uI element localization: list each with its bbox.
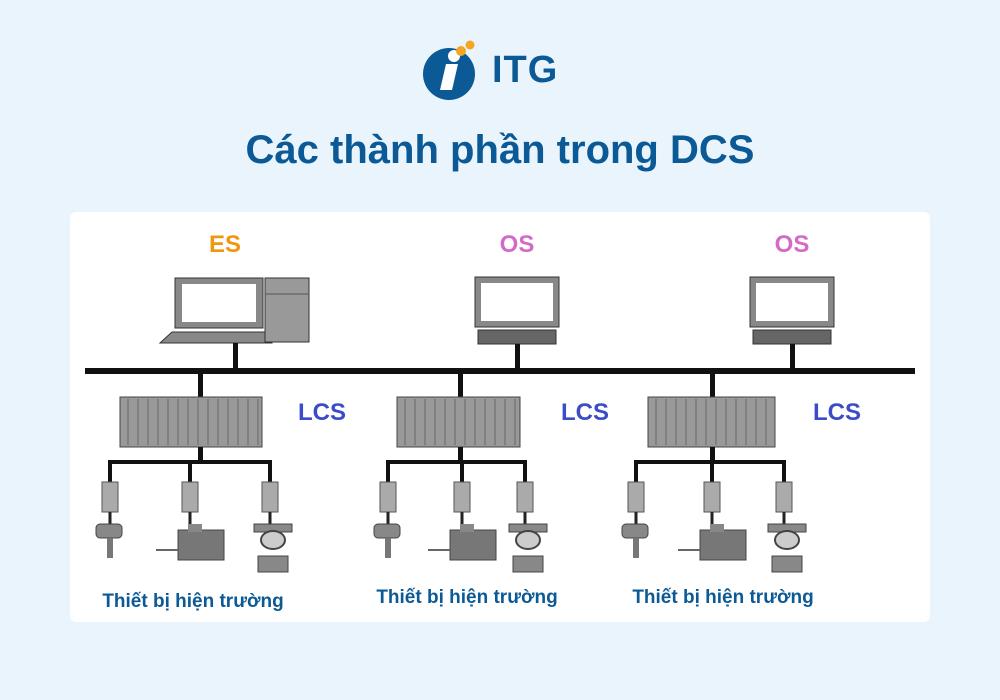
device-cable <box>268 512 272 524</box>
lcs-label: LCS <box>298 399 346 426</box>
device-cable <box>782 512 786 524</box>
transmitter-gauge <box>515 530 541 550</box>
bus-drop <box>198 374 203 398</box>
brand-logo: ITG <box>422 38 558 102</box>
lcs-rack-icon <box>396 396 521 448</box>
lcs-label: LCS <box>561 399 609 426</box>
brand-name: ITG <box>492 48 559 91</box>
device-link <box>523 460 527 482</box>
rack-link <box>198 447 203 463</box>
motor-box <box>188 524 202 532</box>
station-link <box>515 344 520 370</box>
transmitter-base <box>512 555 544 573</box>
page-title: Các thành phần trong DCS <box>245 128 755 172</box>
station-es: ES <box>158 231 310 370</box>
transmitter-gauge <box>774 530 800 550</box>
motor-icon <box>449 529 497 561</box>
device-link <box>268 460 272 482</box>
io-module-icon <box>379 481 397 513</box>
controller-group: LCS Thiết bị hiện trường <box>621 374 861 608</box>
station-label: OS <box>500 231 535 258</box>
station-link <box>790 344 795 370</box>
screen <box>481 283 553 321</box>
motor-icon <box>699 529 747 561</box>
controller-group: LCS Thiết bị hiện trường <box>373 374 609 608</box>
device-cable <box>634 512 638 524</box>
field-bus <box>386 460 527 464</box>
screen <box>756 283 828 321</box>
sensor-icon <box>621 523 649 539</box>
device-cable <box>710 512 714 524</box>
motor-box <box>460 524 474 532</box>
io-module-icon <box>775 481 793 513</box>
station-os: OS <box>474 231 560 370</box>
motor-icon <box>177 529 225 561</box>
lcs-label: LCS <box>813 399 861 426</box>
device-cable <box>460 512 464 524</box>
device-cable <box>523 512 527 524</box>
device-link <box>386 460 390 482</box>
sensor-probe <box>107 538 113 558</box>
station-link <box>233 343 238 370</box>
controller-group: LCS Thiết bị hiện trường <box>95 374 346 612</box>
sensor-icon <box>373 523 401 539</box>
io-module-icon <box>516 481 534 513</box>
io-module-icon <box>703 481 721 513</box>
station-os: OS <box>749 231 835 370</box>
device-link <box>634 460 638 482</box>
io-module-icon <box>627 481 645 513</box>
device-link <box>188 460 192 482</box>
device-link <box>710 460 714 482</box>
sensor-probe <box>633 538 639 558</box>
sensor-icon <box>95 523 123 539</box>
network-bus <box>85 368 915 374</box>
rack-link <box>458 447 463 463</box>
io-module-icon <box>101 481 119 513</box>
field-devices-label: Thiết bị hiện trường <box>102 591 283 612</box>
device-cable <box>386 512 390 524</box>
io-module-icon <box>453 481 471 513</box>
rack-link <box>710 447 715 463</box>
station-label: ES <box>209 231 241 258</box>
screen <box>182 284 256 322</box>
field-devices-label: Thiết bị hiện trường <box>632 587 813 608</box>
io-module-icon <box>181 481 199 513</box>
device-cable <box>188 512 192 524</box>
keyboard-icon <box>158 331 273 344</box>
device-link <box>108 460 112 482</box>
device-link <box>460 460 464 482</box>
itg-logo-icon <box>423 40 475 100</box>
device-cable <box>108 512 112 524</box>
field-devices-label: Thiết bị hiện trường <box>376 587 557 608</box>
device-link <box>782 460 786 482</box>
sensor-probe <box>385 538 391 558</box>
transmitter-gauge <box>260 530 286 550</box>
io-module-icon <box>261 481 279 513</box>
station-label: OS <box>775 231 810 258</box>
transmitter-base <box>257 555 289 573</box>
transmitter-base <box>771 555 803 573</box>
motor-box <box>710 524 724 532</box>
lcs-rack-icon <box>119 396 263 448</box>
bus-drop <box>710 374 715 398</box>
bus-drop <box>458 374 463 398</box>
desktop-unit-icon <box>752 329 832 345</box>
tower-icon <box>264 277 310 343</box>
desktop-unit-icon <box>477 329 557 345</box>
